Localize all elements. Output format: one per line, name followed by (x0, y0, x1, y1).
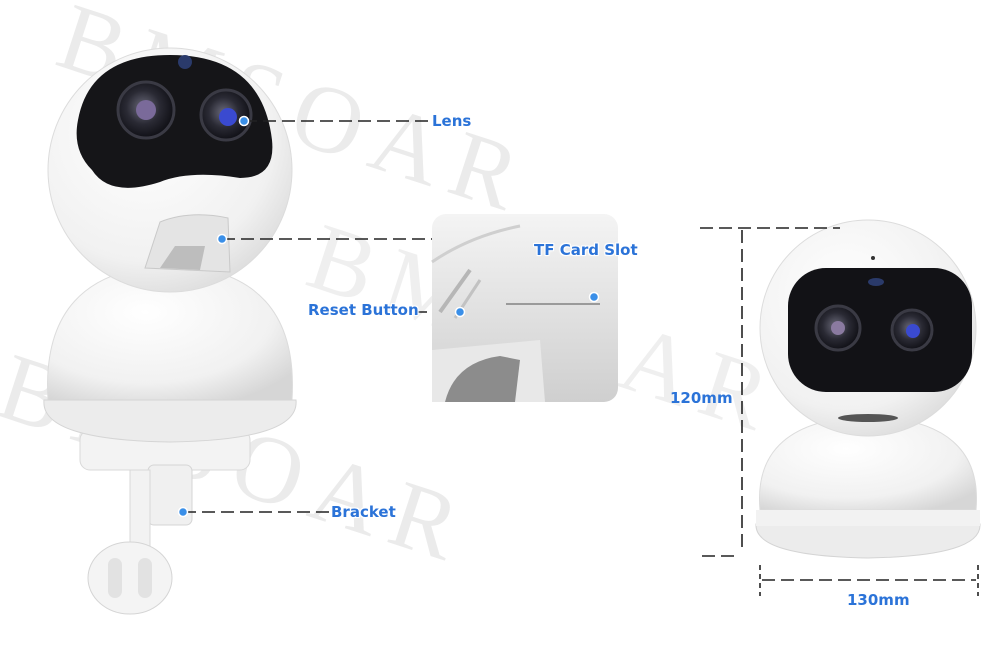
dimension-lines (700, 227, 979, 596)
marker-tf-slot (588, 291, 600, 303)
camera-right (755, 219, 981, 559)
callout-markers (177, 115, 600, 518)
width-dimension-label: 130mm (847, 591, 910, 609)
marker-bracket (177, 506, 189, 518)
marker-reset-flap (216, 233, 228, 245)
camera-left (43, 47, 297, 615)
tf-card-slot-label: TF Card Slot (534, 241, 638, 259)
inset-closeup (431, 214, 618, 402)
bracket-label: Bracket (331, 503, 396, 521)
reset-button-label: Reset Button (308, 301, 419, 319)
marker-reset-button (454, 306, 466, 318)
height-dimension-label: 120mm (670, 389, 733, 407)
marker-lens (238, 115, 250, 127)
bracket-mount (79, 429, 251, 615)
lens-label: Lens (432, 112, 472, 130)
